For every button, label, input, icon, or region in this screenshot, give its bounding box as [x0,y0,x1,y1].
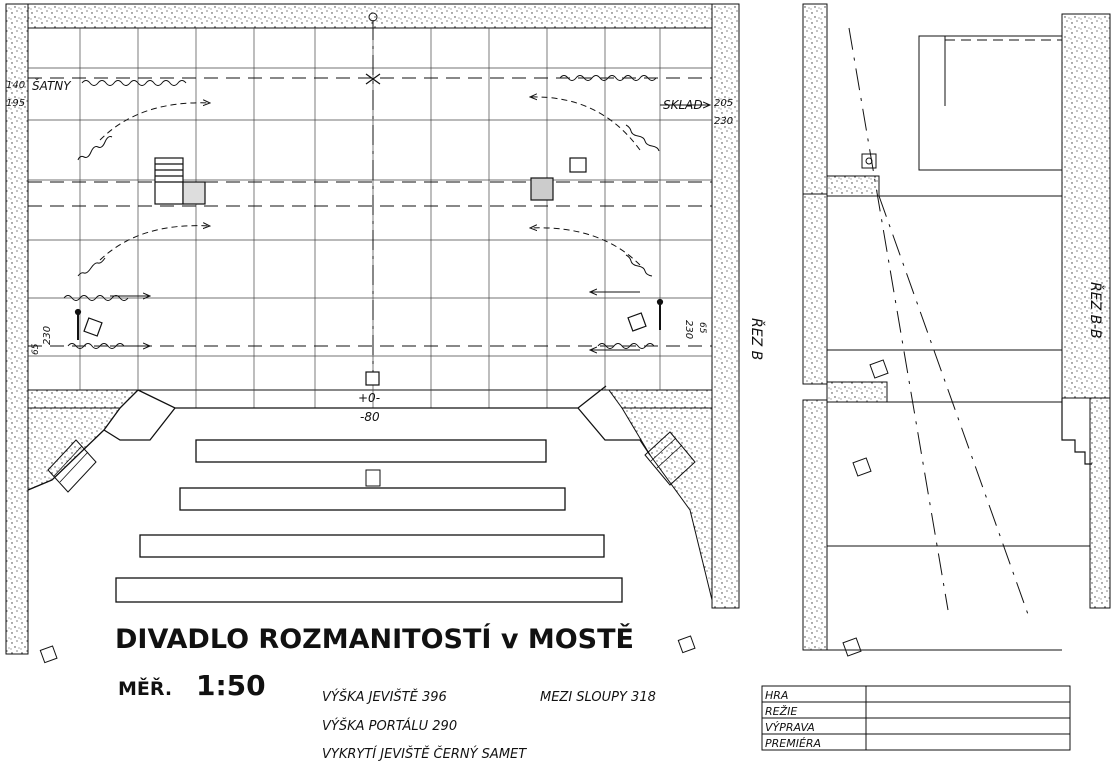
title-block-label-rezie: REŽIE [765,705,797,718]
title-block-label-vyprava: VÝPRAVA [765,721,815,734]
center-mark-top [368,12,378,22]
label-satny: ŠATNY [32,78,72,93]
chair-left [83,317,103,337]
section-slab-1 [826,175,880,197]
label-rez-bb: ŘEZ B-B [1087,282,1104,339]
chair-center [365,371,380,386]
section-chair-4 [842,637,862,657]
staircase-unit [154,157,184,205]
stage-grid [28,28,712,408]
auditorium [27,385,696,664]
title-block-label-hra: HRA [765,689,788,702]
dim-140: 140 [6,80,25,91]
section-box [918,35,1063,171]
note-stage-height: VÝŠKA JEVIŠTĚ 396 [322,689,447,705]
scale-label: MĚŘ. [118,677,172,700]
dim-right-230: 230 [683,320,694,339]
section-right-lower [1089,397,1111,609]
dim-right-65: 65 [697,322,707,334]
stage-floor [27,27,713,391]
plan-view: ŠATNY SKLAD 140 195 205 230 230 65 230 6… [5,3,765,664]
title-block-label-premiera: PREMIÉRA [765,737,821,750]
section-chair-1 [861,153,877,169]
section-wall-top [802,3,828,195]
dim-left-65: 65 [31,343,41,355]
label-rez-b: ŘEZ B [748,318,765,360]
section-chair-3 [852,457,872,477]
auditorium-wall-right [621,407,713,601]
note-portal-height: VÝŠKA PORTÁLU 290 [322,718,457,734]
box-right [530,177,554,201]
set-pieces [74,157,664,386]
chair-right-top [569,157,587,173]
seat-center [365,469,381,487]
chair-right [627,312,647,332]
section-right-wall [1061,13,1111,399]
note-masking: VYKRYTÍ JEVIŠTĚ ČERNÝ SAMET [322,746,527,762]
wall-left-lower [27,389,140,409]
section-slab-2 [826,381,888,403]
section-chair-2 [869,359,889,379]
title-block [761,685,1071,751]
box-left [182,181,206,205]
wall-right [711,3,740,609]
auditorium-wall-left [27,407,121,491]
section-view: ŘEZ B-B [802,3,1111,657]
center-cross [365,73,381,85]
label-sklad: SKLAD [663,98,703,112]
dim-230: 230 [714,116,733,127]
movement-arrows [99,97,710,350]
zero-mark: +0- [358,391,380,405]
dim-left-230: 230 [42,326,53,345]
drawing-title: DIVADLO ROZMANITOSTÍ v MOSTĚ [115,623,634,655]
section-wall-mid [802,193,828,385]
dim-195: 195 [6,98,25,109]
dim-205: 205 [714,98,733,109]
section-wall-bottom [802,399,828,651]
scale-value: 1:50 [196,669,266,702]
stage-labels: ŠATNY SKLAD 140 195 205 230 230 65 230 6… [6,78,765,424]
note-between-columns: MEZI SLOUPY 318 [540,690,656,705]
level-mark: -80 [360,410,380,424]
